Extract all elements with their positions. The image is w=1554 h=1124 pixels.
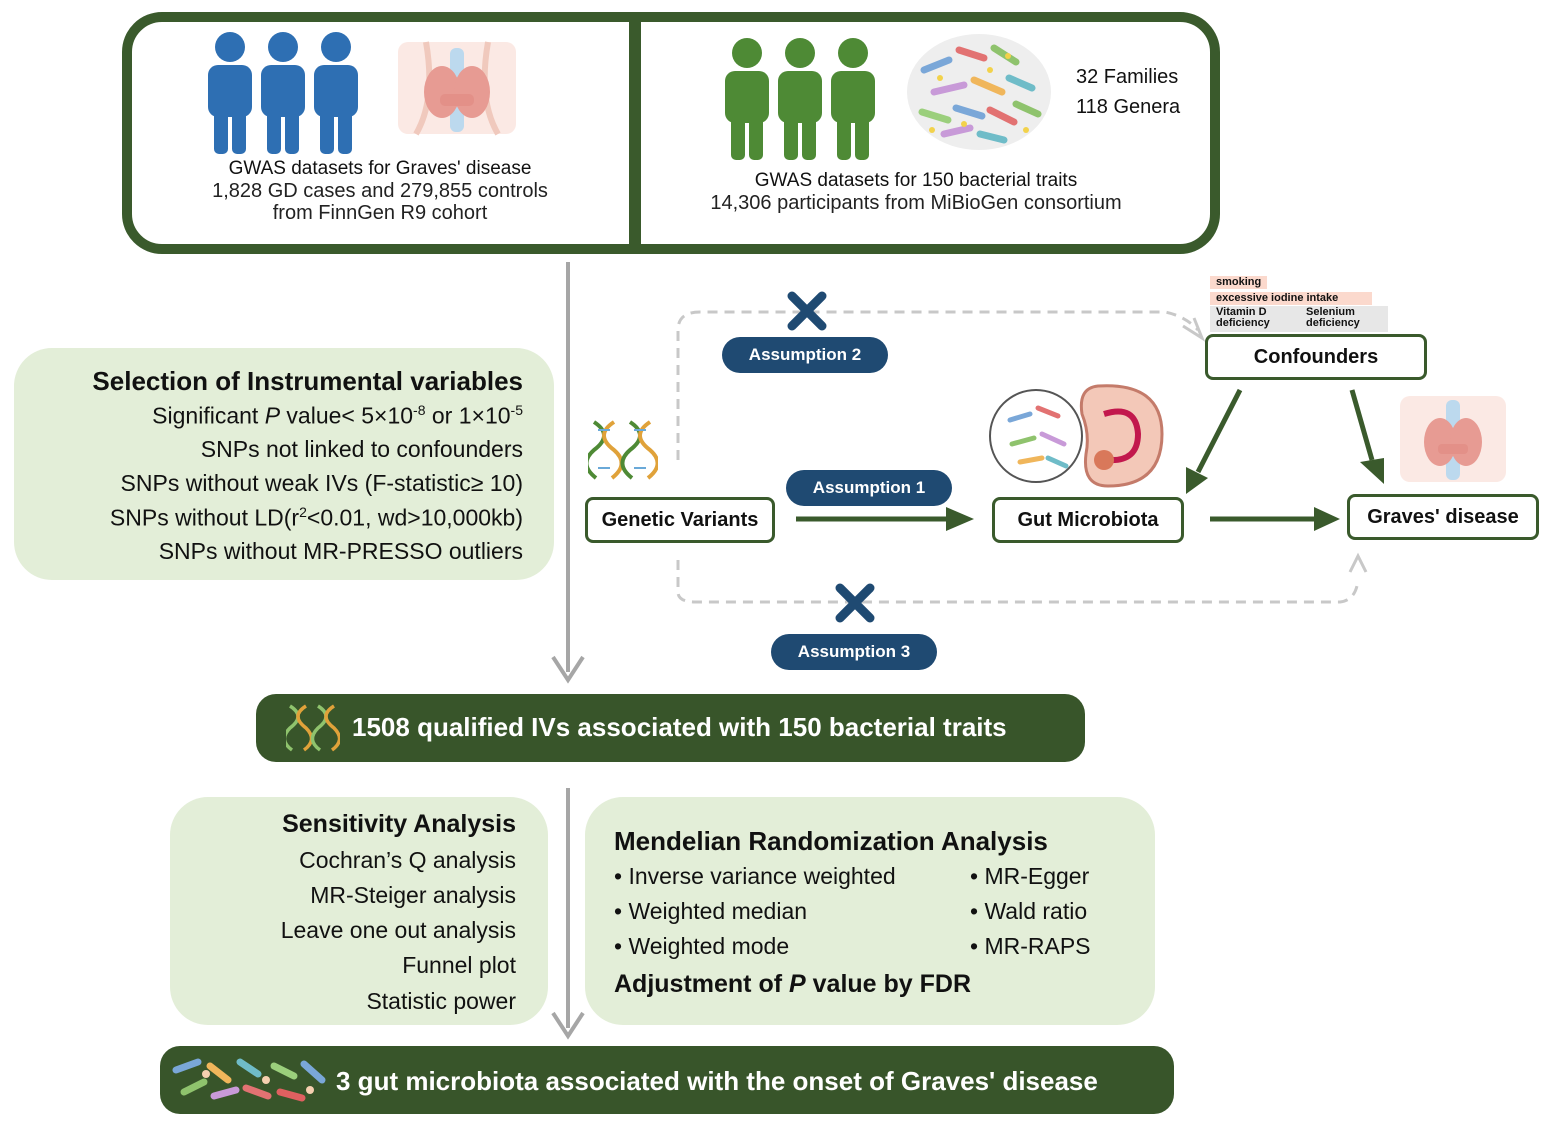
mr-method-item: MR-RAPS [970, 933, 1090, 960]
cross-icon [835, 583, 875, 623]
families-count: 32 Families [1076, 66, 1179, 88]
sensitivity-item: Statistic power [366, 988, 516, 1014]
thyroid-icon [1400, 396, 1506, 482]
sensitivity-item: Leave one out analysis [280, 917, 516, 943]
gd-dataset-line2: from FinnGen R9 cohort [272, 202, 488, 224]
iv-selection-line4: SNPs without LD(r2<0.01, wd>10,000kb) [109, 504, 523, 531]
thyroid-icon [398, 41, 516, 136]
mr-method-item: Wald ratio [970, 898, 1087, 925]
graves-disease-box: Graves' disease [1347, 494, 1539, 540]
sensitivity-item: Cochran’s Q analysis [299, 847, 516, 873]
people-green-icon [725, 38, 875, 160]
confounder-tag-smoking: smoking [1210, 276, 1268, 289]
mr-method-item: MR-Egger [970, 863, 1089, 890]
qualified-ivs-band [256, 694, 1085, 762]
assumption-1-pill: Assumption 1 [786, 470, 952, 506]
fdr-adjustment-text: Adjustment of P value by FDR [614, 970, 972, 998]
genera-count: 118 Genera [1076, 96, 1181, 118]
bacteria-cluster-icon [907, 34, 1051, 150]
qualified-ivs-text: 1508 qualified IVs associated with 150 b… [352, 712, 1007, 742]
result-text: 3 gut microbiota associated with the ons… [336, 1066, 1098, 1096]
sensitivity-title: Sensitivity Analysis [282, 810, 516, 838]
iv-selection-line3: SNPs without weak IVs (F-statistic≥ 10) [120, 470, 523, 496]
gut-microbiota-box: Gut Microbiota [992, 497, 1184, 543]
bacteria-dataset-line1: 14,306 participants from MiBioGen consor… [710, 192, 1122, 214]
iv-selection-panel [14, 348, 554, 580]
assumption-3-pill: Assumption 3 [771, 634, 937, 670]
mr-method-item: Weighted mode [614, 933, 789, 960]
dataset-frame [122, 12, 1220, 254]
assumption-2-pill: Assumption 2 [722, 337, 888, 373]
mr-method-item: Weighted median [614, 898, 807, 925]
intestine-icon [989, 384, 1164, 488]
mr-method-item: Inverse variance weighted [614, 863, 895, 890]
confounders-box: Confounders [1205, 334, 1427, 380]
sensitivity-item: Funnel plot [402, 952, 516, 978]
iv-selection-line2: SNPs not linked to confounders [200, 436, 523, 462]
iv-selection-title: Selection of Instrumental variables [92, 366, 523, 396]
people-blue-icon [208, 32, 358, 154]
cross-icon [787, 291, 827, 331]
gd-dataset-title: GWAS datasets for Graves' disease [228, 158, 532, 179]
confounder-tag-iodine: excessive iodine intake [1210, 292, 1372, 305]
result-band [160, 1046, 1174, 1114]
sensitivity-panel [170, 797, 548, 1025]
iv-selection-line5: SNPs without MR-PRESSO outliers [158, 538, 523, 564]
mr-analysis-title: Mendelian Randomization Analysis [614, 826, 1048, 856]
gd-dataset-line1: 1,828 GD cases and 279,855 controls [212, 180, 548, 202]
genetic-variants-box: Genetic Variants [585, 497, 775, 543]
bacteria-dataset-title: GWAS datasets for 150 bacterial traits [754, 170, 1078, 191]
iv-selection-line1: Significant P value< 5×10-8 or 1×10-5 [152, 402, 523, 429]
dna-helix-icon [286, 704, 340, 752]
sensitivity-item: MR-Steiger analysis [310, 882, 516, 908]
dna-helix-icon [588, 420, 658, 480]
dataset-divider [629, 22, 641, 244]
bacteria-row-icon [172, 1058, 326, 1102]
